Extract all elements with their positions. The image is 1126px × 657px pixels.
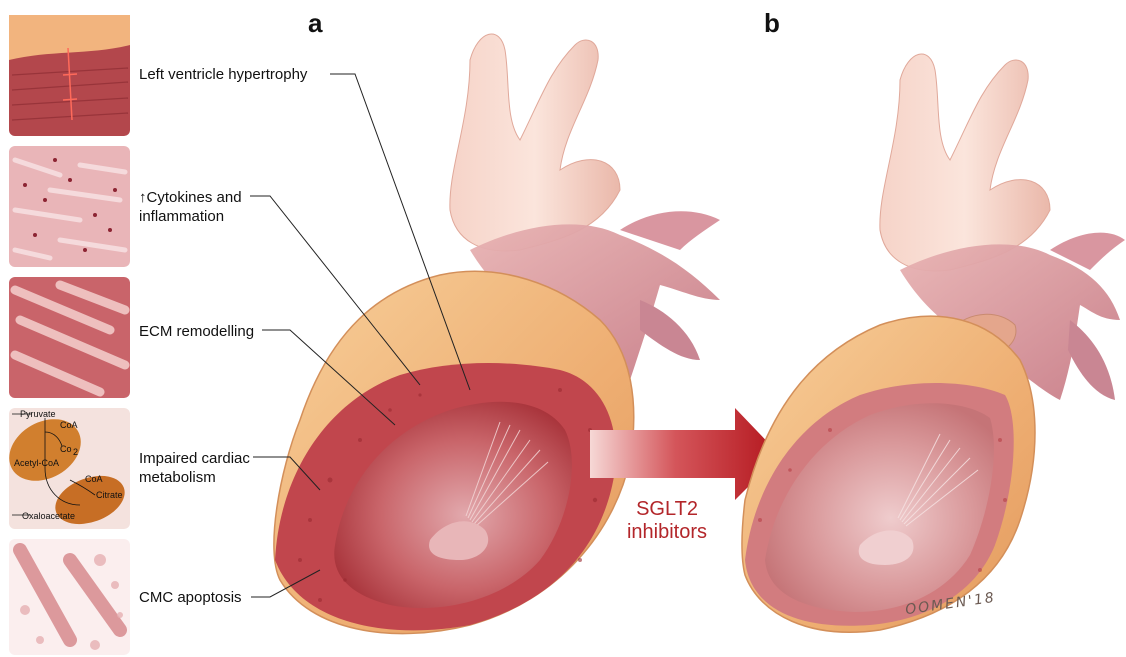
label-apoptosis: CMC apoptosis — [139, 588, 242, 607]
label-metabolism-line1: Impaired cardiac — [139, 450, 250, 467]
label-acetyl-coa: Acetyl-CoA — [14, 458, 59, 468]
thumb-hypertrophy — [9, 15, 130, 136]
arrow-caption-line1: SGLT2 — [636, 498, 698, 520]
label-cytokines-line2: inflammation — [139, 208, 224, 225]
thumb-metabolism: Pyruvate CoA Co 2 Acetyl-CoA CoA Citrate… — [0, 407, 131, 533]
label-ecm: ECM remodelling — [139, 322, 254, 341]
heart-b — [742, 54, 1125, 632]
label-lv-hypertrophy: Left ventricle hypertrophy — [139, 65, 307, 84]
label-coa-top: CoA — [60, 420, 78, 430]
arrow-caption-line2: inhibitors — [627, 521, 707, 543]
label-co2: Co — [60, 444, 72, 454]
label-co2-sub: 2 — [73, 447, 78, 457]
label-metabolism: Impaired cardiac metabolism — [139, 449, 250, 487]
label-oxaloacetate: Oxaloacetate — [22, 511, 75, 521]
label-citrate: Citrate — [96, 490, 123, 500]
thumb-ecm — [9, 277, 130, 398]
label-pyruvate: Pyruvate — [20, 409, 56, 419]
arrow-caption: SGLT2 inhibitors — [612, 498, 722, 544]
label-metabolism-line2: metabolism — [139, 469, 216, 486]
panel-label-b: b — [764, 8, 780, 39]
label-cytokines-line1: Cytokines and — [147, 189, 242, 206]
thumb-apoptosis — [9, 539, 130, 655]
thumb-cytokines — [9, 146, 130, 267]
label-coa-mid: CoA — [85, 474, 103, 484]
up-arrow-icon: ↑ — [139, 189, 147, 206]
label-cytokines: ↑Cytokines and inflammation — [139, 188, 242, 226]
panel-label-a: a — [308, 8, 322, 39]
